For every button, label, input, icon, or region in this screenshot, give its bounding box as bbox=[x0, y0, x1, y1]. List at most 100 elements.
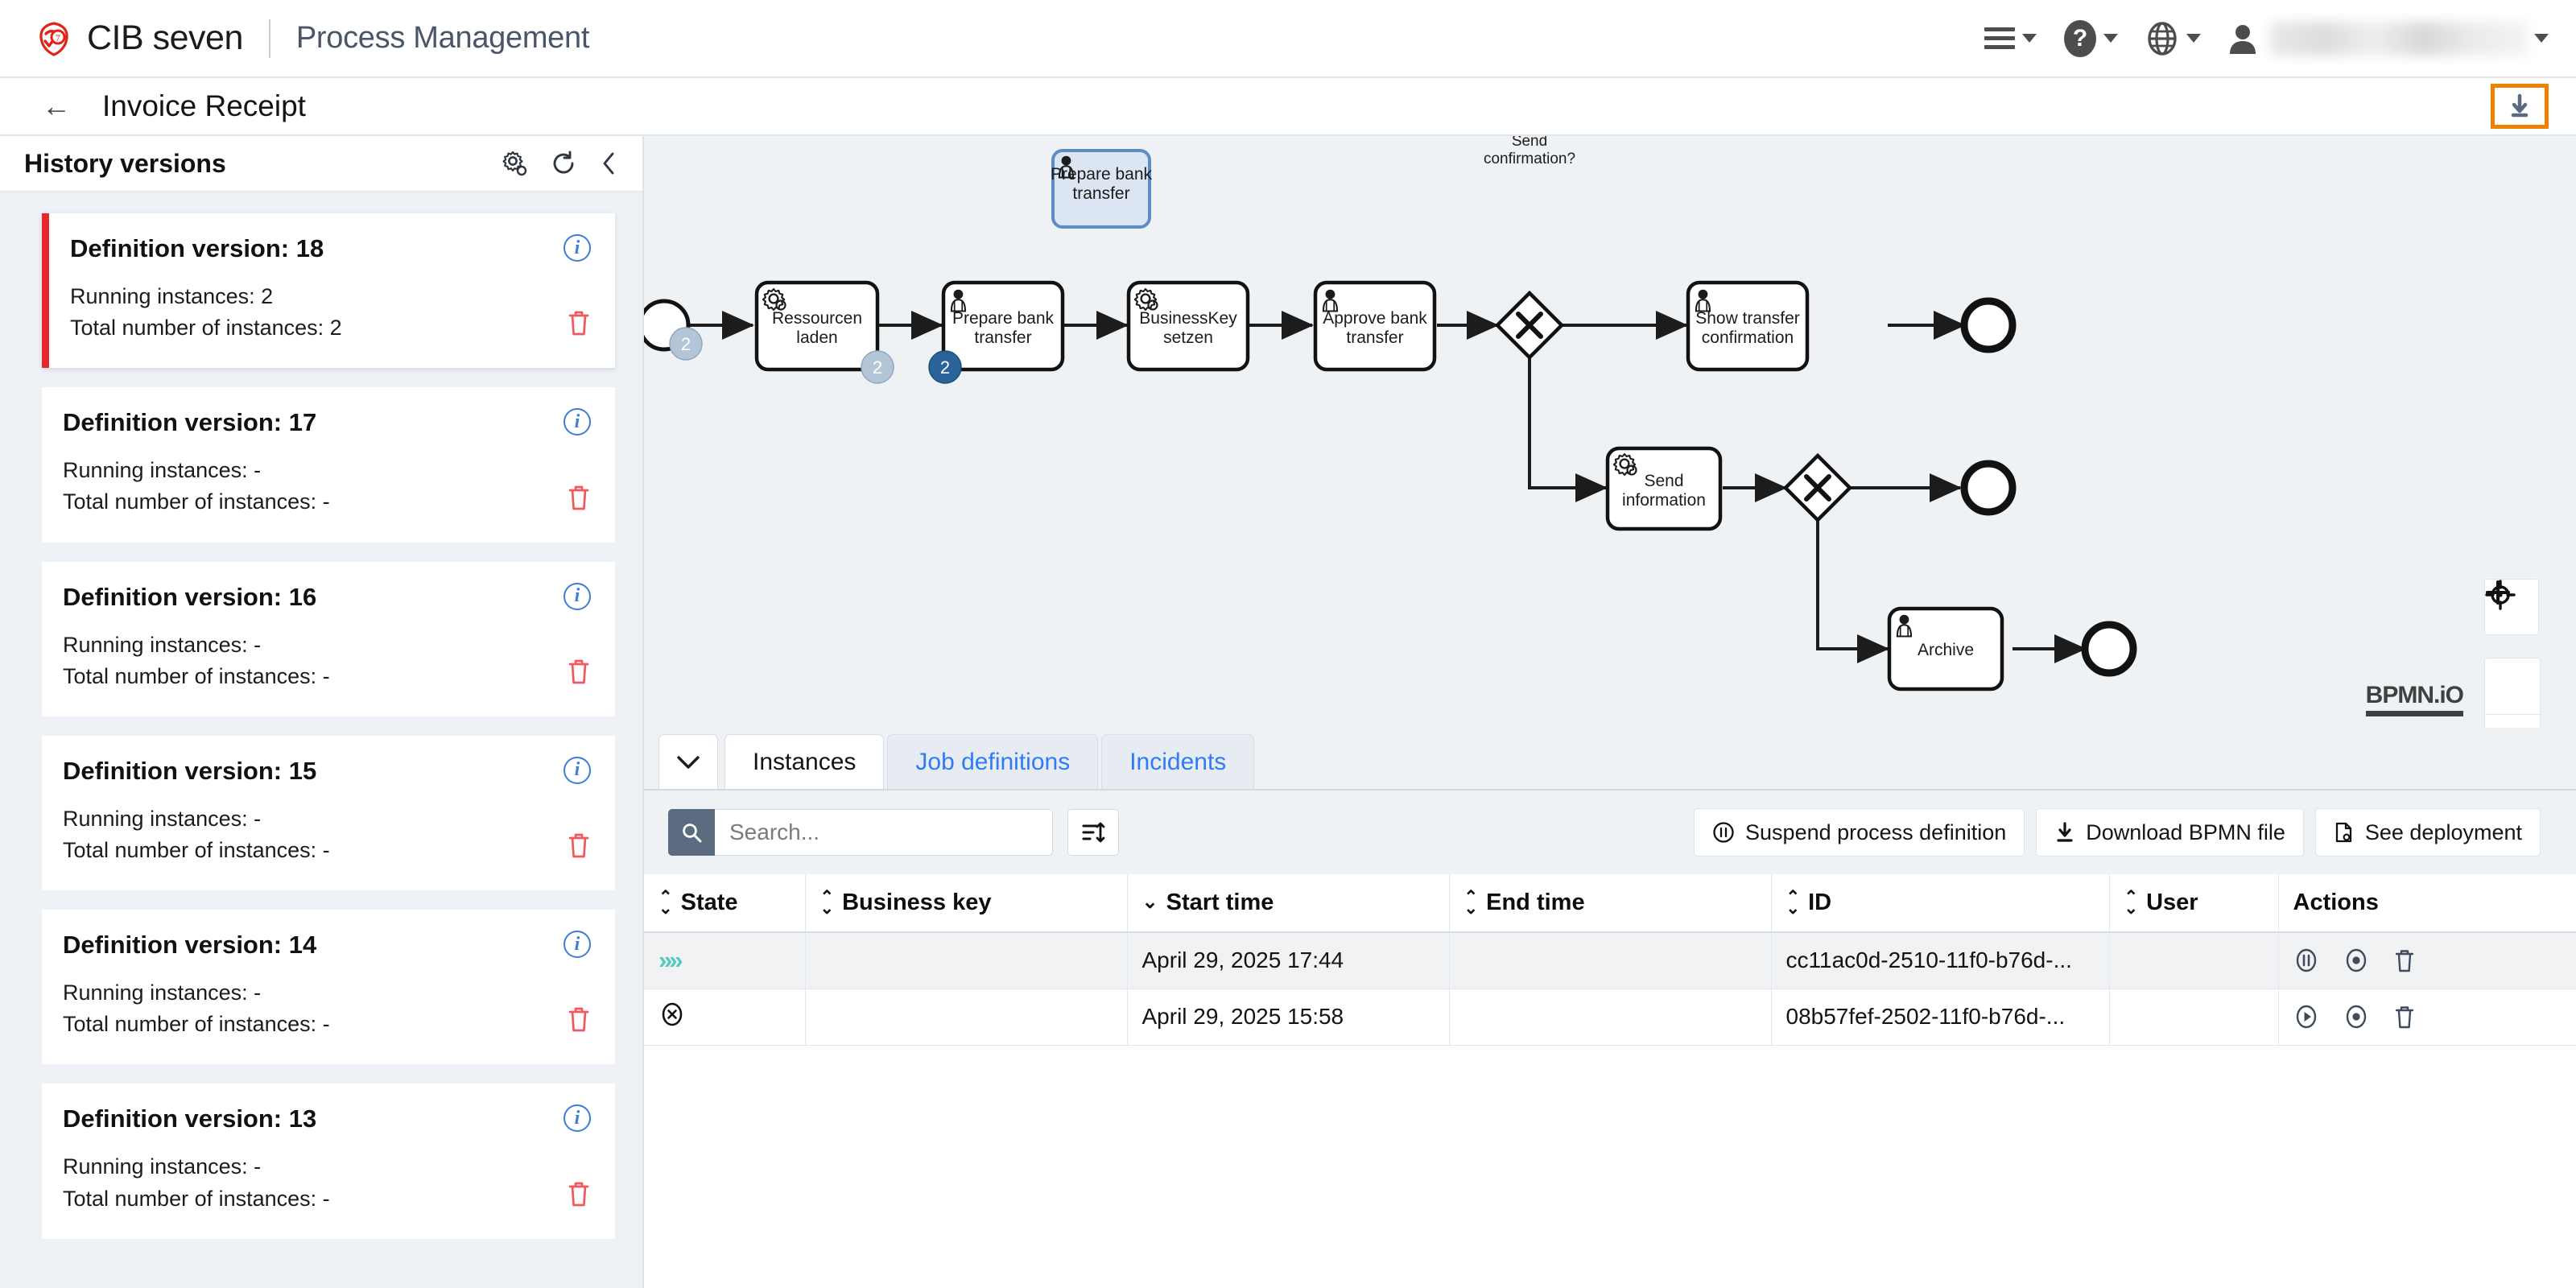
sort-filter-button[interactable] bbox=[1067, 809, 1119, 856]
reset-zoom-button[interactable] bbox=[2484, 579, 2539, 635]
svg-text:Prepare bank: Prepare bank bbox=[1051, 165, 1153, 184]
svg-text:transfer: transfer bbox=[1072, 184, 1129, 203]
version-card[interactable]: Definition version: 15 Running instances… bbox=[42, 735, 615, 891]
trash-icon[interactable] bbox=[567, 832, 591, 863]
person-icon bbox=[2228, 22, 2257, 56]
info-icon[interactable]: i bbox=[564, 931, 591, 959]
svg-text:2: 2 bbox=[873, 357, 882, 378]
total-instances-line: Total number of instances: - bbox=[63, 663, 330, 688]
view-instance-button[interactable] bbox=[2343, 1004, 2369, 1030]
eye-icon bbox=[2346, 949, 2366, 972]
search-input[interactable] bbox=[715, 809, 1053, 856]
svg-text:Archive: Archive bbox=[1918, 641, 1974, 659]
toolbar-actions: Suspend process definition Download BPMN… bbox=[1694, 808, 2541, 857]
trash-icon bbox=[2395, 1006, 2413, 1029]
user-dropdown[interactable] bbox=[2228, 21, 2549, 56]
diagram-zoom-controls bbox=[2484, 579, 2541, 728]
search-button[interactable] bbox=[668, 809, 715, 856]
version-card-title: Definition version: 14 bbox=[63, 931, 317, 960]
col-business-key[interactable]: ⌃⌄Business key bbox=[805, 874, 1128, 933]
svg-text:confirmation?: confirmation? bbox=[1484, 151, 1575, 167]
tab-bar: Instances Job definitions Incidents bbox=[644, 728, 2576, 791]
version-card[interactable]: Definition version: 18 Running instances… bbox=[42, 213, 615, 369]
pause-instance-button[interactable] bbox=[2293, 947, 2319, 973]
version-list[interactable]: Definition version: 18 Running instances… bbox=[0, 192, 642, 1288]
view-instance-button[interactable] bbox=[2343, 947, 2369, 973]
total-instances-line: Total number of instances: - bbox=[63, 837, 330, 862]
instances-table-wrapper: ⌃⌄State ⌃⌄Business key ⌄Start time ⌃⌄End… bbox=[644, 874, 2576, 1288]
version-card[interactable]: Definition version: 16 Running instances… bbox=[42, 561, 615, 716]
help-dropdown[interactable]: ? bbox=[2064, 19, 2118, 57]
back-arrow-icon[interactable]: ← bbox=[42, 89, 71, 122]
cell-actions bbox=[2278, 932, 2576, 989]
cell-end-time bbox=[1449, 989, 1772, 1046]
info-icon[interactable]: i bbox=[564, 582, 591, 610]
suspend-process-definition-button[interactable]: Suspend process definition bbox=[1694, 808, 2025, 857]
bpmn-node-archive: Archive bbox=[1887, 606, 2004, 691]
running-instances-line: Running instances: - bbox=[63, 1154, 262, 1179]
activate-instance-button[interactable] bbox=[2293, 1004, 2319, 1030]
bpmn-node-businesskey-setzen: BusinessKey setzen bbox=[1126, 280, 1250, 372]
menu-dropdown[interactable] bbox=[1984, 27, 2037, 49]
info-icon[interactable]: i bbox=[564, 234, 591, 262]
cell-actions bbox=[2278, 989, 2576, 1046]
play-icon bbox=[2296, 1005, 2316, 1029]
col-state[interactable]: ⌃⌄State bbox=[644, 874, 806, 933]
trash-icon[interactable] bbox=[567, 484, 591, 515]
info-icon[interactable]: i bbox=[564, 756, 591, 784]
refresh-icon[interactable] bbox=[551, 151, 576, 176]
col-user[interactable]: ⌃⌄User bbox=[2109, 874, 2279, 933]
instances-toolbar: Suspend process definition Download BPMN… bbox=[644, 791, 2576, 874]
tab-incidents[interactable]: Incidents bbox=[1101, 734, 1255, 789]
cell-start-time: April 29, 2025 17:44 bbox=[1127, 932, 1450, 989]
zoom-in-button[interactable] bbox=[2485, 580, 2540, 715]
bpmn-node-approve-bank-transfer: Approve bank transfer bbox=[1313, 280, 1437, 372]
sort-desc-icon: ⌄ bbox=[1141, 891, 1158, 914]
delete-instance-button[interactable] bbox=[2393, 1004, 2416, 1030]
col-id[interactable]: ⌃⌄ID bbox=[1771, 874, 2110, 933]
user-task-icon bbox=[1058, 155, 1075, 179]
tab-instances[interactable]: Instances bbox=[724, 734, 885, 789]
col-start-time[interactable]: ⌄Start time bbox=[1127, 874, 1450, 933]
table-row[interactable]: April 29, 2025 15:58 08b57fef-2502-11f0-… bbox=[644, 989, 2576, 1046]
settings-gear-icon[interactable] bbox=[501, 150, 528, 177]
pause-circle-icon bbox=[1713, 822, 1734, 843]
delete-instance-button[interactable] bbox=[2393, 947, 2416, 973]
svg-text:Prepare bank: Prepare bank bbox=[952, 309, 1055, 328]
svg-text:Ressourcen: Ressourcen bbox=[772, 309, 862, 328]
bpmn-diagram-canvas[interactable]: 2 Prepare bank transfer bbox=[644, 136, 2576, 728]
version-card[interactable]: Definition version: 13 Running instances… bbox=[42, 1084, 615, 1239]
trash-icon[interactable] bbox=[567, 309, 591, 341]
sidebar-header-actions bbox=[501, 150, 620, 177]
info-icon[interactable]: i bbox=[564, 1104, 591, 1133]
version-card[interactable]: Definition version: 17 Running instances… bbox=[42, 387, 615, 543]
bpmn-node-gateway-send-confirmation: Send confirmation? bbox=[1484, 136, 1575, 361]
trash-icon[interactable] bbox=[567, 658, 591, 689]
info-icon[interactable]: i bbox=[564, 408, 591, 436]
svg-text:laden: laden bbox=[796, 328, 837, 347]
zoom-out-button[interactable] bbox=[2485, 591, 2540, 728]
download-definition-button[interactable] bbox=[2491, 84, 2549, 129]
user-task-icon bbox=[1322, 289, 1339, 312]
version-card[interactable]: Definition version: 14 Running instances… bbox=[42, 910, 615, 1065]
trash-icon[interactable] bbox=[567, 1005, 591, 1037]
collapse-left-icon[interactable] bbox=[599, 151, 620, 176]
tab-job-definitions[interactable]: Job definitions bbox=[887, 734, 1099, 789]
bpmn-node-prepare-bank-transfer: Prepare bank transfer 2 bbox=[928, 280, 1065, 384]
running-instances-line: Running instances: - bbox=[63, 806, 262, 831]
sort-both-icon: ⌃⌄ bbox=[1785, 887, 1801, 918]
collapse-panel-button[interactable] bbox=[658, 734, 718, 789]
total-instances-line: Total number of instances: - bbox=[63, 489, 330, 514]
trash-icon[interactable] bbox=[567, 1180, 591, 1212]
download-bpmn-file-button[interactable]: Download BPMN file bbox=[2036, 808, 2304, 857]
table-row[interactable]: »» April 29, 2025 17:44 cc11ac0d-2510-11… bbox=[644, 932, 2576, 989]
col-end-time[interactable]: ⌃⌄End time bbox=[1449, 874, 1772, 933]
user-task-icon bbox=[950, 289, 967, 312]
brand[interactable]: 7 CIB seven bbox=[35, 19, 243, 58]
see-deployment-button[interactable]: See deployment bbox=[2314, 808, 2541, 857]
language-dropdown[interactable] bbox=[2145, 21, 2201, 56]
download-icon bbox=[2057, 822, 2073, 842]
chevron-down-icon bbox=[2022, 34, 2037, 43]
hamburger-icon bbox=[1984, 27, 2015, 49]
app-subtitle: Process Management bbox=[295, 21, 590, 55]
